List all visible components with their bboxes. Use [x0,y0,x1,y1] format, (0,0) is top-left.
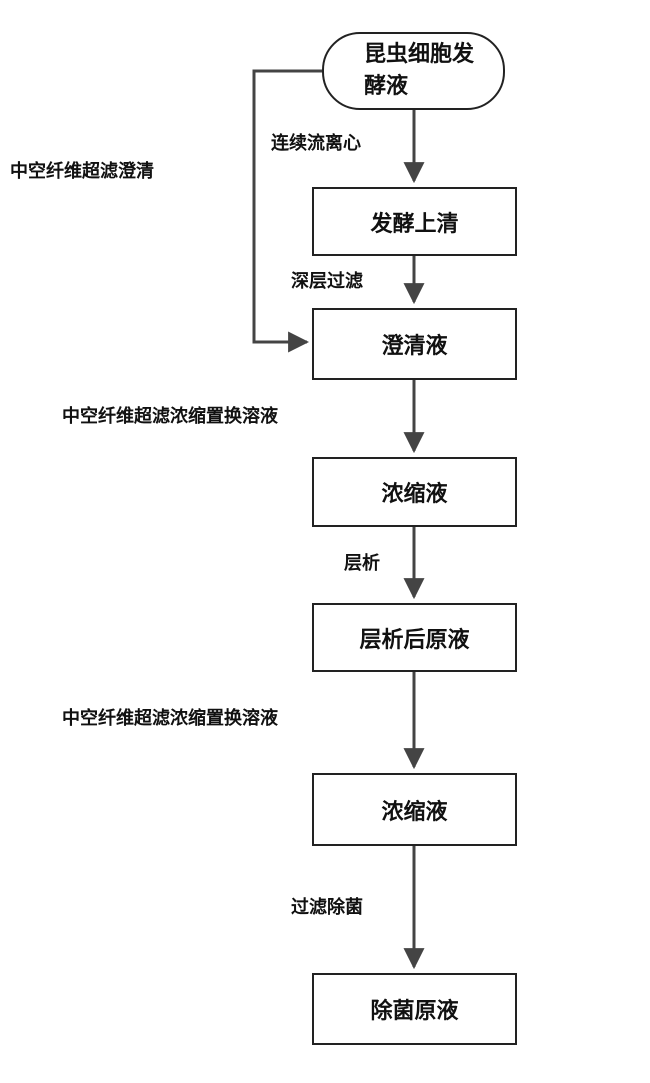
label-centrifugation: 连续流离心 [271,133,361,154]
node-start-line1: 昆虫细胞发 [364,42,475,67]
node-concentrate-1: 浓缩液 [312,457,517,527]
node-clarified: 澄清液 [312,308,517,380]
label-sterile-filtration: 过滤除菌 [291,897,363,918]
arrow-bypass-to-clarified [252,69,322,353]
label-uf-df-1: 中空纤维超滤浓缩置换溶液 [62,406,278,427]
node-start-line2: 酵液 [364,74,409,99]
node-sterile-stock: 除菌原液 [312,973,517,1045]
label-hollow-fiber-clarification: 中空纤维超滤澄清 [10,161,154,182]
node-start: 昆虫细胞发 酵液 [322,32,505,110]
label-uf-df-2: 中空纤维超滤浓缩置换溶液 [62,708,278,729]
node-post-chromatography: 层析后原液 [312,603,517,672]
label-depth-filtration: 深层过滤 [291,271,363,292]
node-supernatant: 发酵上清 [312,187,517,256]
node-concentrate-2: 浓缩液 [312,773,517,846]
label-chromatography: 层析 [344,553,380,574]
